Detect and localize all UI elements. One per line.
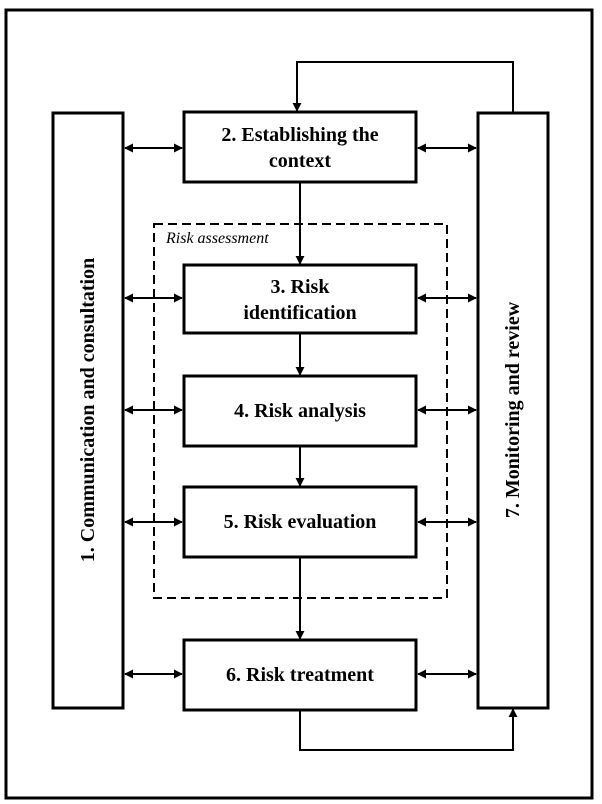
node-risk-evaluation: 5. Risk evaluation bbox=[182, 485, 418, 559]
node-risk-treatment: 6. Risk treatment bbox=[182, 638, 418, 712]
node-communication-consultation: 1. Communication and consultation bbox=[51, 111, 125, 710]
node-evaluation-label: 5. Risk evaluation bbox=[224, 511, 377, 533]
node-context-label-line1: 2. Establishing the bbox=[221, 124, 378, 146]
edge-monitoring-to-context bbox=[292, 61, 514, 113]
risk-assessment-label: Risk assessment bbox=[165, 230, 269, 247]
node-monitoring-review: 7. Monitoring and review bbox=[476, 111, 550, 710]
node-monitoring-label: 7. Monitoring and review bbox=[502, 301, 524, 518]
node-risk-analysis: 4. Risk analysis bbox=[182, 374, 418, 448]
node-context-label-line2: context bbox=[269, 150, 332, 172]
node-identification-label-line2: identification bbox=[243, 302, 356, 324]
node-establishing-context: 2. Establishing the context bbox=[182, 110, 418, 184]
node-treatment-label: 6. Risk treatment bbox=[226, 664, 374, 686]
edge-treatment-to-monitoring bbox=[299, 708, 518, 751]
node-risk-identification: 3. Risk identification bbox=[182, 263, 418, 335]
node-communication-label: 1. Communication and consultation bbox=[77, 258, 99, 563]
node-identification-label-line1: 3. Risk bbox=[271, 276, 331, 298]
node-analysis-label: 4. Risk analysis bbox=[234, 400, 366, 422]
